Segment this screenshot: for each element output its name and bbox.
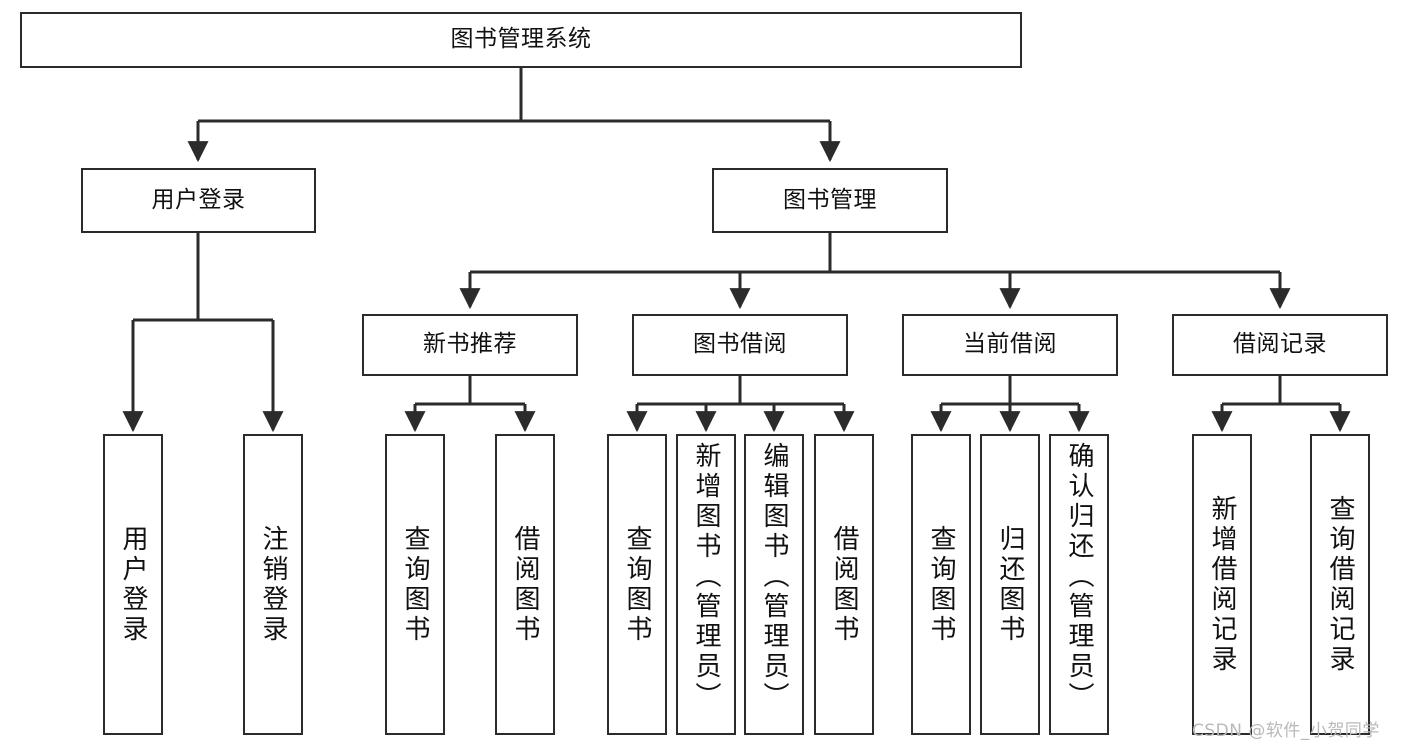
node-label: 新增图书（管理员） [691,442,721,712]
node-current-borrow[interactable]: 当前借阅 [902,314,1118,376]
leaf-query-book-recommend[interactable]: 查询图书 [385,434,445,735]
leaf-add-book-admin[interactable]: 新增图书（管理员） [676,434,736,735]
node-label: 图书借阅 [693,331,787,358]
node-root-book-management-system[interactable]: 图书管理系统 [20,12,1022,68]
node-label: 借阅记录 [1233,331,1327,358]
leaf-return-book[interactable]: 归还图书 [980,434,1040,735]
node-label: 借阅图书 [510,524,540,645]
leaf-logout-login[interactable]: 注销登录 [243,434,303,735]
node-user-login[interactable]: 用户登录 [81,168,316,233]
node-new-book-recommend[interactable]: 新书推荐 [362,314,578,376]
node-label: 确认归还（管理员） [1064,442,1094,712]
leaf-edit-book-admin[interactable]: 编辑图书（管理员） [744,434,804,735]
node-label: 查询图书 [926,524,956,645]
node-label: 借阅图书 [829,524,859,645]
node-borrow-record[interactable]: 借阅记录 [1172,314,1388,376]
node-label: 用户登录 [151,186,246,213]
node-label: 查询借阅记录 [1325,494,1355,675]
leaf-add-borrow-record[interactable]: 新增借阅记录 [1192,434,1252,735]
node-label: 注销登录 [258,524,288,645]
leaf-query-book-current[interactable]: 查询图书 [911,434,971,735]
node-label: 编辑图书（管理员） [759,442,789,712]
node-label: 用户登录 [118,524,148,645]
node-label: 当前借阅 [963,331,1057,358]
node-label: 图书管理系统 [450,26,592,53]
node-book-management[interactable]: 图书管理 [712,168,948,233]
csdn-watermark: CSDN @软件_小贺同学 [1192,721,1380,741]
node-label: 归还图书 [995,524,1025,645]
leaf-confirm-return-admin[interactable]: 确认归还（管理员） [1049,434,1109,735]
node-book-borrow[interactable]: 图书借阅 [632,314,848,376]
node-label: 新书推荐 [423,331,517,358]
leaf-borrow-book[interactable]: 借阅图书 [814,434,874,735]
leaf-query-borrow-record[interactable]: 查询借阅记录 [1310,434,1370,735]
node-label: 查询图书 [622,524,652,645]
node-label: 查询图书 [400,524,430,645]
node-label: 新增借阅记录 [1207,494,1237,675]
leaf-user-login[interactable]: 用户登录 [103,434,163,735]
leaf-query-book-borrow[interactable]: 查询图书 [607,434,667,735]
leaf-borrow-book-recommend[interactable]: 借阅图书 [495,434,555,735]
node-label: 图书管理 [783,186,877,213]
